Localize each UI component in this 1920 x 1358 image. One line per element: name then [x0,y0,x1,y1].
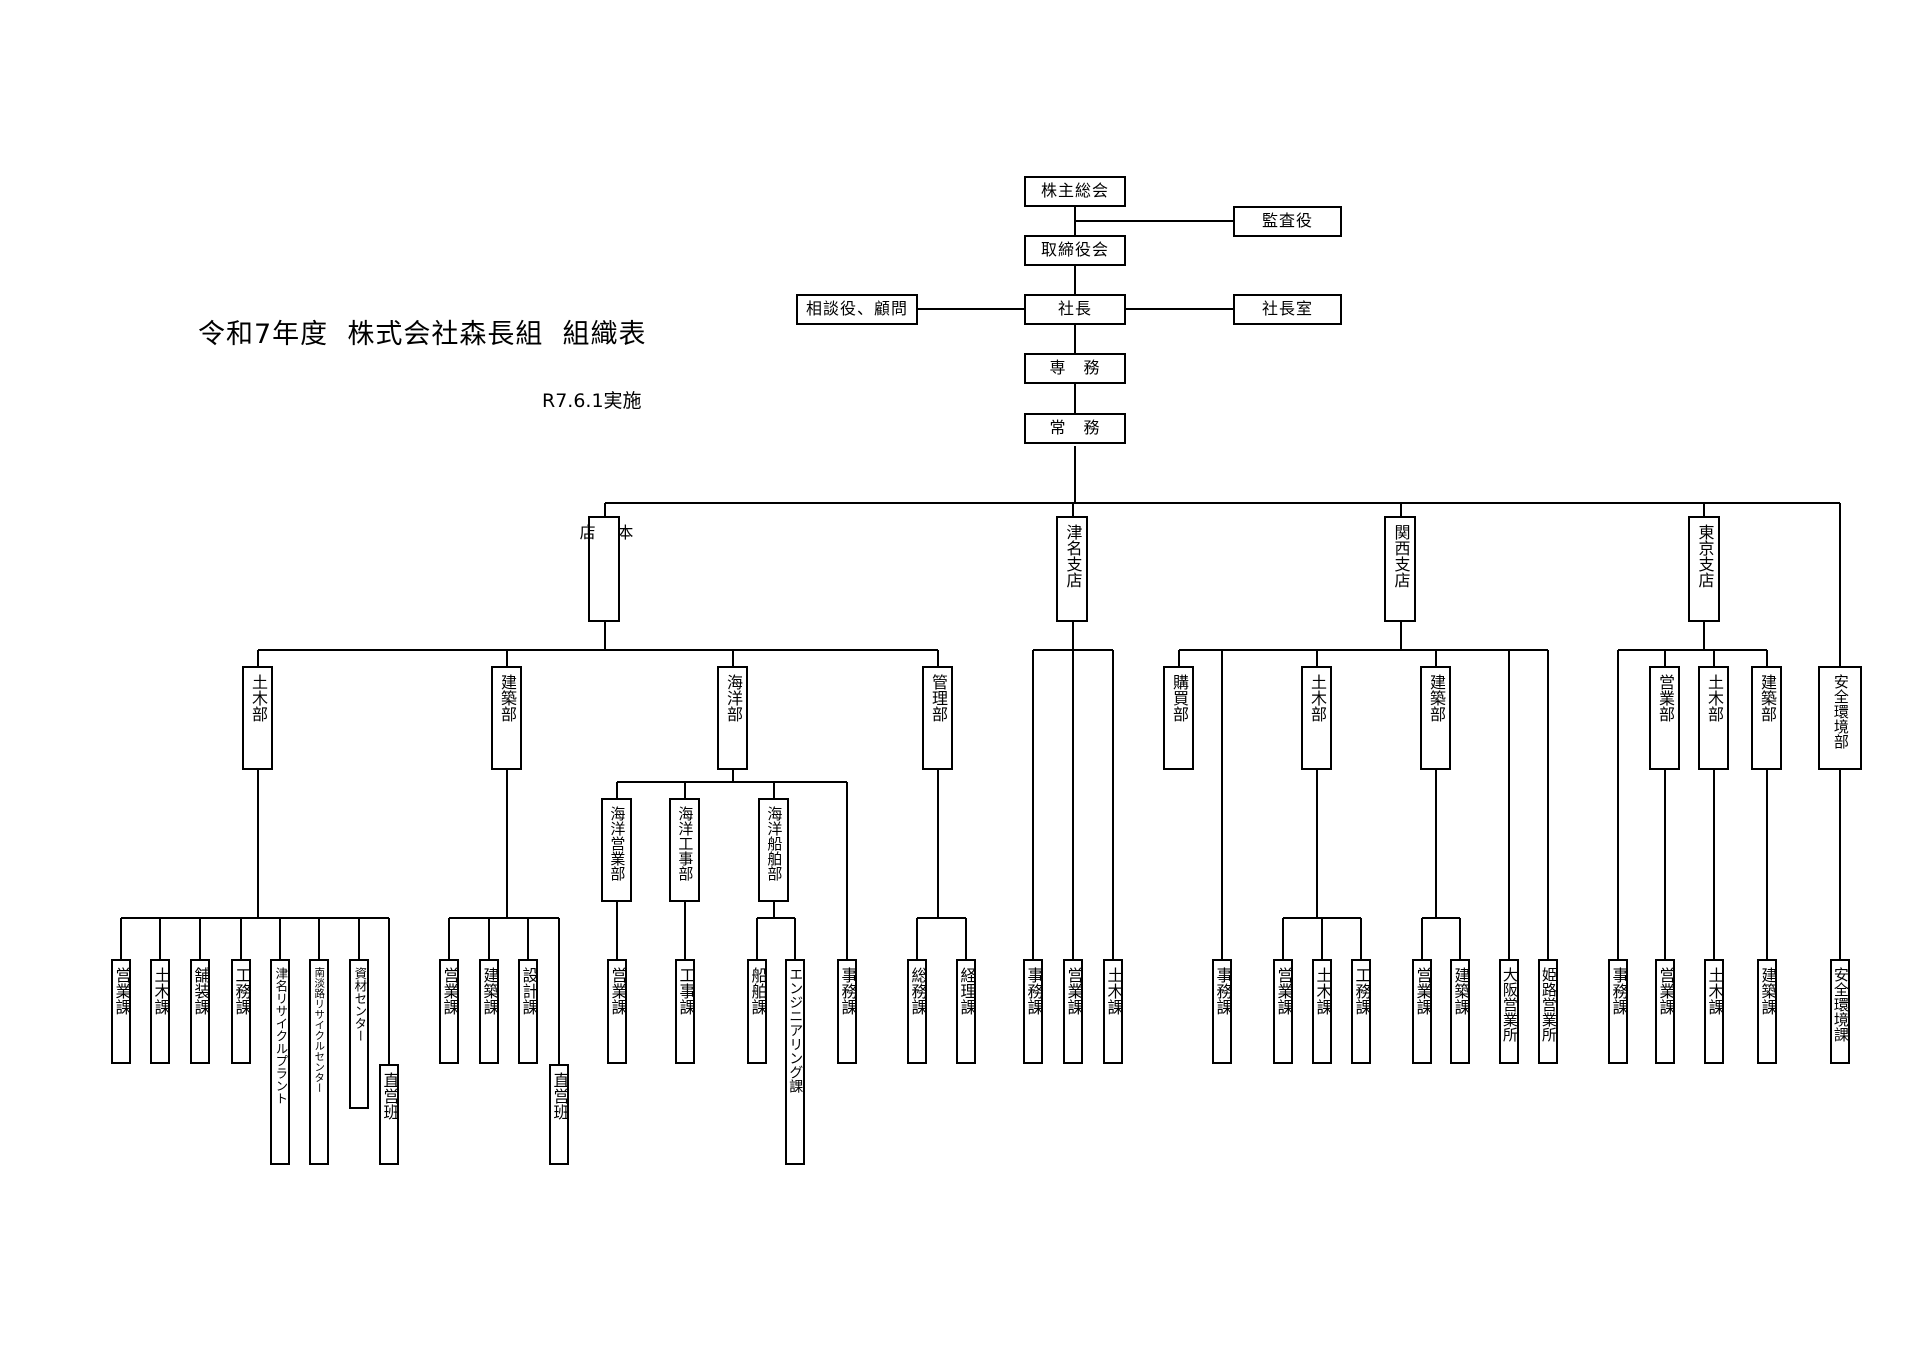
node-tsuna-branch: 津名支店 [1056,516,1088,622]
node-tsuna-civil: 土木課 [1103,959,1123,1064]
node-marine-sales-dept: 海洋営業部 [601,798,632,902]
node-presidents-office: 社長室 [1233,294,1342,325]
node-tokyo-civil-dept: 土木部 [1698,666,1729,770]
node-ho-civil-tsuna-recycle: 津名リサイクルプラント [270,959,290,1165]
node-head-office: 本 店 [577,516,633,622]
node-marine-works-dept: 海洋工事部 [669,798,700,902]
node-kansai-himeji: 姫路営業所 [1538,959,1558,1064]
node-ho-civil-dept: 土木部 [242,666,273,770]
node-ho-marine-dept: 海洋部 [717,666,748,770]
node-ho-civil-works: 工務課 [231,959,251,1064]
node-safety-dept: 安全環境部 [1818,666,1862,770]
node-tokyo-sales-sec: 営業課 [1655,959,1675,1064]
node-ho-arch-dept: 建築部 [491,666,522,770]
node-ho-civil-minami-recycle: 南淡路リサイクルセンター [309,959,329,1165]
node-tsuna-sales: 営業課 [1063,959,1083,1064]
node-tsuna-office: 事務課 [1023,959,1043,1064]
node-kansai-civil-dept: 土木部 [1301,666,1332,770]
node-kansai-arch-dept: 建築部 [1420,666,1451,770]
node-ho-civil-direct: 直営班 [379,1064,399,1165]
effective-date: R7.6.1実施 [542,390,642,412]
node-tokyo-office: 事務課 [1608,959,1628,1064]
node-ho-admin-dept: 管理部 [922,666,953,770]
node-tokyo-branch: 東京支店 [1688,516,1720,622]
node-marine-sales-sec: 営業課 [607,959,627,1064]
node-tokyo-arch-sec: 建築課 [1757,959,1777,1064]
node-admin-general: 総務課 [907,959,927,1064]
node-ho-arch-design: 設計課 [518,959,538,1064]
node-kansai-office: 事務課 [1212,959,1232,1064]
node-marine-ship-dept: 海洋船舶部 [758,798,789,902]
node-ho-civil-civil: 土木課 [150,959,170,1064]
node-kansai-purchase-dept: 購買部 [1163,666,1194,770]
node-marine-eng-sec: エンジニアリング課 [785,959,805,1165]
node-marine-ship-sec: 船舶課 [747,959,767,1064]
node-kansai-civil-works: 工務課 [1351,959,1371,1064]
node-ho-arch-arch: 建築課 [479,959,499,1064]
node-jomu: 常 務 [1024,413,1126,444]
node-president: 社長 [1024,294,1126,325]
node-safety-sec: 安全環境課 [1830,959,1850,1064]
node-kansai-branch: 関西支店 [1384,516,1416,622]
node-kansai-arch-sales: 営業課 [1412,959,1432,1064]
node-kansai-civil-civil: 土木課 [1312,959,1332,1064]
node-ho-civil-materials: 資材センター [349,959,369,1109]
node-marine-works-sec: 工事課 [675,959,695,1064]
node-marine-office-sec: 事務課 [837,959,857,1064]
node-ho-arch-direct: 直営班 [549,1064,569,1165]
node-ho-arch-sales: 営業課 [439,959,459,1064]
node-shareholders: 株主総会 [1024,176,1126,207]
node-kansai-civil-sales: 営業課 [1273,959,1293,1064]
node-ho-civil-paving: 舗装課 [190,959,210,1064]
node-board: 取締役会 [1024,235,1126,266]
node-tokyo-arch-dept: 建築部 [1751,666,1782,770]
node-tokyo-civil-sec: 土木課 [1704,959,1724,1064]
chart-title: 令和7年度 株式会社森長組 組織表 [198,319,647,350]
node-kansai-arch-arch: 建築課 [1450,959,1470,1064]
node-ho-civil-sales: 営業課 [111,959,131,1064]
node-advisors: 相談役、顧問 [796,294,918,325]
node-auditor: 監査役 [1233,206,1342,237]
node-admin-accounting: 経理課 [956,959,976,1064]
node-kansai-osaka: 大阪営業所 [1499,959,1519,1064]
node-senmu: 専 務 [1024,353,1126,384]
node-tokyo-sales-dept: 営業部 [1649,666,1680,770]
